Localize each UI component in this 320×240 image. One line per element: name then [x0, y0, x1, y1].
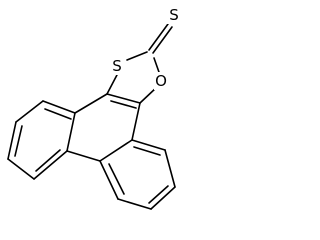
bond-right-3-inner	[148, 185, 169, 204]
bond-left-5	[33, 150, 68, 180]
bond-right-1-inner	[133, 146, 161, 156]
bond-left-3	[7, 121, 17, 160]
thione-double-bond	[148, 23, 173, 54]
atom-ring-sulfur: S	[112, 57, 122, 75]
bond-s-c-upper	[106, 72, 119, 95]
left-benzene-ring	[7, 100, 76, 180]
atom-labels: S S O	[110, 6, 181, 90]
bond-c2-s-ring	[126, 51, 148, 61]
bond-right-3	[150, 186, 176, 210]
bond-left-3-inner	[14, 125, 23, 157]
bond-left-1-inner	[44, 108, 72, 120]
bond-left-5-inner	[35, 149, 61, 172]
bond-left-4	[7, 158, 35, 180]
bond-central-left-upper	[74, 93, 108, 114]
bond-central-bottom	[66, 150, 101, 162]
bond-left-1	[42, 100, 76, 114]
chemical-structure-diagram: S S O	[7, 6, 181, 210]
bond-right-5	[99, 160, 119, 200]
central-ring	[66, 93, 141, 162]
bond-c-s-thione-2	[152, 26, 173, 54]
bond-c-s-thione-1	[148, 23, 169, 51]
atom-thione-sulfur: S	[169, 6, 179, 24]
bond-central-top	[106, 93, 141, 104]
bond-central-top-inner	[110, 100, 137, 109]
bond-right-5-inner	[108, 163, 125, 195]
bond-right-2	[164, 149, 176, 188]
bond-right-4	[117, 198, 152, 210]
bond-central-right-upper	[131, 102, 141, 141]
bond-left-2	[15, 100, 44, 123]
atom-ring-oxygen: O	[155, 72, 167, 90]
bond-central-right-lower	[99, 139, 133, 162]
bond-central-left-lower	[66, 112, 76, 152]
right-benzene-ring	[99, 139, 176, 210]
bond-right-1	[131, 139, 166, 151]
